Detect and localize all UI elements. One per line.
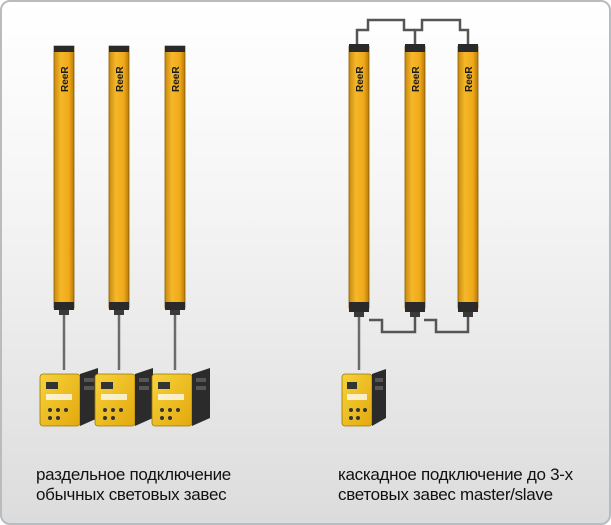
- light-curtain-bar: ReeR: [348, 44, 370, 317]
- left-group: ReeR ReeR ReeR: [39, 45, 210, 427]
- brand-logo: ReeR: [355, 66, 366, 92]
- safety-module: [341, 369, 386, 427]
- right-group: ReeR ReeR ReeR: [341, 18, 479, 427]
- safety-module: [94, 368, 153, 427]
- brand-logo: ReeR: [115, 66, 126, 92]
- caption-line: каскадное подключение до 3-х: [338, 465, 573, 484]
- caption-cascade-connection: каскадное подключение до 3-х световых за…: [338, 465, 573, 505]
- safety-module: [151, 368, 210, 427]
- cascade-cable-top: [413, 18, 470, 44]
- brand-logo: ReeR: [171, 66, 182, 92]
- caption-line: обычных световых завес: [36, 485, 227, 504]
- light-curtain-bar: ReeR: [404, 44, 426, 317]
- cascade-cable-bottom: [424, 314, 470, 334]
- light-curtain-bar: ReeR: [53, 45, 75, 315]
- brand-logo: ReeR: [464, 66, 475, 92]
- light-curtain-bar: ReeR: [108, 45, 130, 315]
- light-curtain-bar: ReeR: [164, 45, 186, 315]
- caption-line: раздельное подключение: [36, 465, 231, 484]
- caption-separate-connection: раздельное подключение обычных световых …: [36, 465, 231, 505]
- light-curtain-bar: ReeR: [457, 44, 479, 317]
- brand-logo: ReeR: [411, 66, 422, 92]
- cascade-cable-bottom: [369, 314, 417, 334]
- cascade-cable-top: [355, 18, 415, 44]
- caption-line: световых завес master/slave: [338, 485, 553, 504]
- safety-module: [39, 368, 98, 427]
- brand-logo: ReeR: [60, 66, 71, 92]
